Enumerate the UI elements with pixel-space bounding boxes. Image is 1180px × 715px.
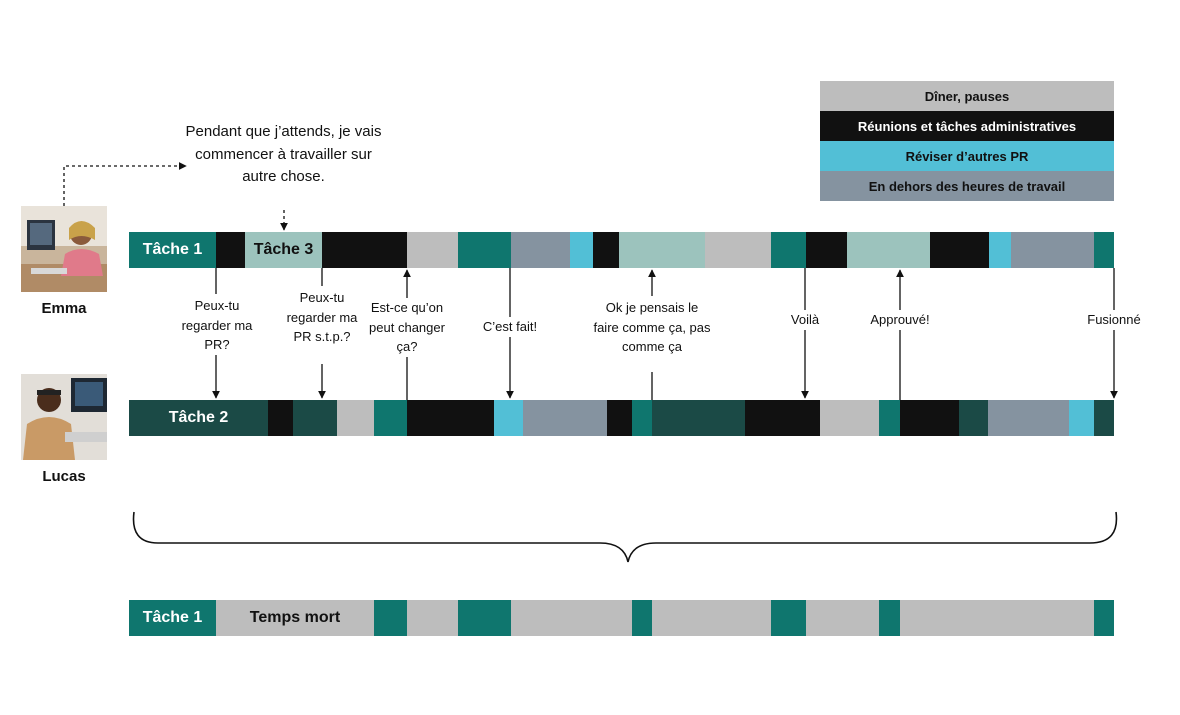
- legend-item-breaks: Dîner, pauses: [820, 81, 1114, 111]
- legend-label: Réunions et tâches administratives: [857, 118, 1077, 134]
- segment-task1: [458, 232, 511, 268]
- segment-meeting: [216, 232, 245, 268]
- segment-dead-time: [511, 600, 632, 636]
- segment-task1: [129, 232, 216, 268]
- segment-task1: [1094, 232, 1114, 268]
- segment-task1-review: [632, 400, 652, 436]
- segment-dead-time: [407, 600, 458, 636]
- segment-meeting: [607, 400, 632, 436]
- message-m1: Peux-tu regarder ma PR?: [176, 296, 258, 355]
- segment-dead-time: [216, 600, 374, 636]
- legend-item-review: Réviser d’autres PR: [820, 141, 1114, 171]
- message-m6: Voilà: [780, 310, 830, 330]
- emma-thought: Pendant que j’attends, je vais commencer…: [185, 123, 382, 185]
- segment-review: [570, 232, 593, 268]
- segment-break: [705, 232, 771, 268]
- message-m8: Fusionné: [1080, 310, 1148, 330]
- lucas-name: Lucas: [42, 468, 86, 485]
- emma-name: Emma: [41, 300, 87, 317]
- segment-task1-review: [879, 400, 900, 436]
- segment-review: [989, 232, 1011, 268]
- legend-label: Réviser d’autres PR: [905, 148, 1029, 164]
- segment-meeting: [593, 232, 619, 268]
- segment-task1: [374, 600, 407, 636]
- segment-meeting: [930, 232, 989, 268]
- message-m3: Est-ce qu’on peut changer ça?: [364, 298, 450, 357]
- segment-off-hours: [511, 232, 570, 268]
- legend-item-off-hours: En dehors des heures de travail: [820, 171, 1114, 201]
- segment-task1: [129, 600, 216, 636]
- segment-task2: [293, 400, 337, 436]
- segment-task1: [879, 600, 900, 636]
- segment-task1: [458, 600, 511, 636]
- segment-review: [494, 400, 523, 436]
- curly-brace: [132, 511, 1118, 563]
- dead-time-label: Temps mort: [249, 609, 341, 626]
- message-m7: Approuvé!: [860, 310, 940, 330]
- segment-task1: [771, 232, 806, 268]
- lucas-photo: [21, 374, 107, 460]
- segment-dead-time: [806, 600, 879, 636]
- segment-meeting: [407, 400, 494, 436]
- segment-task2: [652, 400, 745, 436]
- segment-task1: [771, 600, 806, 636]
- segment-task1-review: [374, 400, 407, 436]
- segment-off-hours: [1011, 232, 1094, 268]
- segment-meeting: [806, 232, 847, 268]
- segment-break: [407, 232, 458, 268]
- segment-task3: [245, 232, 322, 268]
- segment-task2: [129, 400, 268, 436]
- legend-label: Dîner, pauses: [924, 88, 1010, 104]
- segment-task3: [619, 232, 705, 268]
- message-m5: Ok je pensais le faire comme ça, pas com…: [592, 298, 712, 357]
- segment-off-hours: [523, 400, 607, 436]
- legend-item-meetings: Réunions et tâches administratives: [820, 111, 1114, 141]
- segment-task3: [847, 232, 930, 268]
- segment-meeting: [900, 400, 959, 436]
- task1-label: Tâche 1: [142, 241, 203, 258]
- segment-task2: [959, 400, 988, 436]
- segment-break: [337, 400, 374, 436]
- legend-label: En dehors des heures de travail: [868, 178, 1066, 194]
- segment-task1: [632, 600, 652, 636]
- task2-label: Tâche 2: [168, 409, 229, 426]
- segment-dead-time: [900, 600, 1094, 636]
- segment-break: [820, 400, 879, 436]
- segment-meeting: [745, 400, 820, 436]
- segment-off-hours: [988, 400, 1069, 436]
- legend: Dîner, pauses Réunions et tâches adminis…: [820, 81, 1114, 201]
- segment-task2: [1094, 400, 1114, 436]
- summary-timeline: Tâche 1 Temps mort: [129, 600, 1114, 636]
- message-m4: C’est fait!: [466, 317, 554, 337]
- lucas-timeline: Tâche 2: [129, 400, 1114, 436]
- segment-dead-time: [652, 600, 771, 636]
- task1-label: Tâche 1: [142, 609, 203, 626]
- task3-label: Tâche 3: [253, 241, 314, 258]
- segment-meeting: [268, 400, 293, 436]
- segment-meeting: [322, 232, 407, 268]
- segment-review: [1069, 400, 1094, 436]
- emma-timeline: Tâche 1 Tâche 3: [129, 232, 1114, 268]
- message-m2: Peux-tu regarder ma PR s.t.p.?: [284, 288, 360, 347]
- emma-photo: [21, 206, 107, 292]
- segment-task1: [1094, 600, 1114, 636]
- dashed-arrow-thought: [63, 162, 187, 206]
